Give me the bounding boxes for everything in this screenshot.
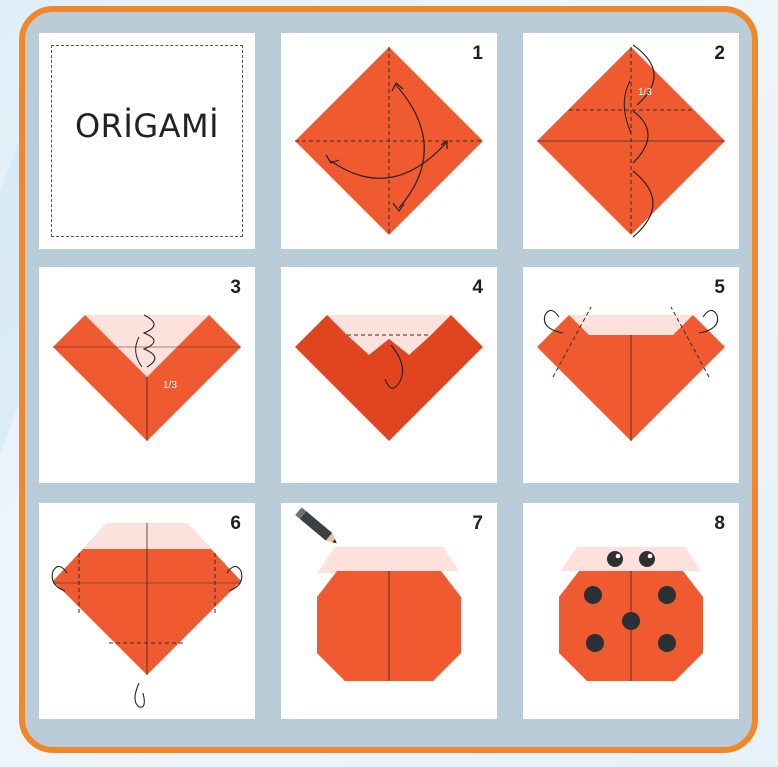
- step-1-diagram: [281, 33, 497, 249]
- step-8-diagram: [523, 503, 739, 719]
- step-4-card: 4: [281, 267, 497, 483]
- step-2-diagram: [523, 33, 739, 249]
- step-5-diagram: [523, 267, 739, 483]
- step-8-card: 8: [523, 503, 739, 719]
- step-1-card: 1: [281, 33, 497, 249]
- step-5-card: 5: [523, 267, 739, 483]
- title-card: ORİGAMİ: [39, 33, 255, 249]
- pencil-icon: [295, 507, 340, 547]
- page-title: ORİGAMİ: [39, 107, 255, 145]
- step-7-diagram: [281, 503, 497, 719]
- step-2-fraction-label: 1/3: [638, 87, 652, 98]
- step-3-fraction-label: 1/3: [163, 380, 177, 391]
- step-6-diagram: [39, 503, 255, 719]
- step-3-diagram: [39, 267, 255, 483]
- step-4-diagram: [281, 267, 497, 483]
- step-2-card: 2 1/3: [523, 33, 739, 249]
- step-6-card: 6: [39, 503, 255, 719]
- step-3-card: 3 1/3: [39, 267, 255, 483]
- step-7-card: 7: [281, 503, 497, 719]
- instruction-frame: ORİGAMİ 1 2 1/3: [19, 6, 758, 753]
